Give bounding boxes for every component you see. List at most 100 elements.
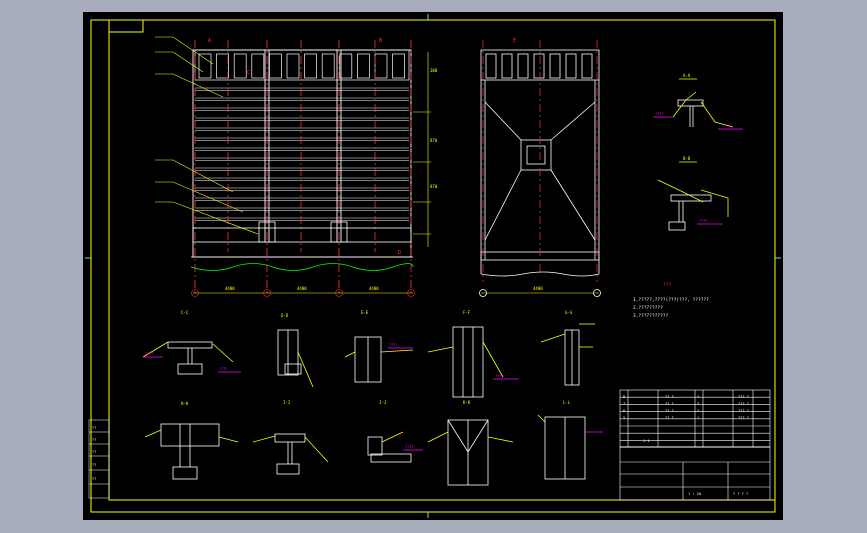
revision-cell: ?? bbox=[92, 477, 96, 481]
title-cell: 6 bbox=[623, 409, 625, 413]
revision-cell: ?? bbox=[92, 463, 96, 467]
section-label: K-K bbox=[463, 400, 471, 405]
notes-block: ??? 1.?????,????(???)???, ?????? 2.?????… bbox=[633, 282, 709, 319]
dim-text: 300 bbox=[430, 68, 438, 73]
side-top-cell bbox=[517, 53, 529, 79]
top-cell bbox=[251, 53, 265, 79]
side-axes bbox=[482, 40, 598, 282]
section-detail-row-2[interactable]: H-H I-I J-J K-K L-L bbox=[144, 400, 603, 486]
weld-label: ???? bbox=[699, 219, 707, 223]
title-cell: ??? ? bbox=[738, 395, 749, 399]
title-cell: 8 bbox=[623, 395, 625, 399]
detail-view-upper-1[interactable]: A-A bbox=[653, 73, 743, 130]
side-top-cell bbox=[549, 53, 561, 79]
top-cell bbox=[216, 53, 229, 79]
front-girts bbox=[195, 87, 409, 221]
top-cell bbox=[357, 53, 370, 79]
title-cell: 2 bbox=[697, 409, 699, 413]
title-cell: ??? ? bbox=[738, 416, 749, 420]
weld-label: ???? bbox=[495, 374, 503, 378]
note-line: 2.????????? bbox=[633, 305, 663, 311]
title-cell: ??? ? bbox=[738, 409, 749, 413]
front-columns bbox=[264, 50, 342, 242]
dim-text: 4400 bbox=[225, 286, 235, 291]
revision-cell: ?? bbox=[92, 426, 96, 430]
notes-title: ??? bbox=[663, 282, 671, 288]
side-top-cell bbox=[501, 53, 513, 79]
section-label: B-B bbox=[683, 156, 691, 161]
title-block[interactable] bbox=[619, 389, 771, 501]
title-cell: 5 bbox=[623, 416, 625, 420]
revision-table-text: ?? ?? ?? ?? ?? bbox=[92, 426, 96, 481]
ground-line bbox=[190, 263, 414, 271]
top-cell bbox=[339, 53, 353, 79]
tag-label: B bbox=[379, 38, 382, 44]
side-top-cell bbox=[565, 53, 577, 79]
section-label: J-J bbox=[379, 400, 386, 405]
side-top-cell bbox=[533, 53, 545, 79]
front-axes bbox=[194, 40, 412, 294]
weld-labels: ???? ???? ???? ???? ???? ???? ???? ???? bbox=[145, 112, 731, 449]
top-cell bbox=[374, 53, 388, 79]
weld-label: ???? bbox=[405, 445, 413, 449]
top-cell bbox=[304, 53, 317, 79]
tag-label: A bbox=[208, 38, 211, 44]
title-cell: ?? ? bbox=[665, 395, 674, 399]
title-cell: 7 bbox=[623, 402, 625, 406]
tag-label: C bbox=[247, 70, 250, 76]
dim-text: 870 bbox=[430, 184, 438, 189]
title-block-text: 8 ?? ? 4 ??? ? 7 ?? ? 3 ??? ? 6 ?? ? 2 ?… bbox=[623, 395, 749, 496]
revision-table[interactable] bbox=[88, 419, 110, 499]
front-right-dims bbox=[413, 52, 431, 247]
title-cell: 1 bbox=[697, 416, 699, 420]
front-bottom-boxes bbox=[192, 221, 412, 243]
title-scale: 1 : 20 bbox=[688, 492, 701, 496]
title-mark: 1 1 bbox=[643, 439, 650, 443]
dim-text: 4400 bbox=[369, 286, 379, 291]
dim-text: 870 bbox=[430, 138, 438, 143]
title-cell: ?? ? bbox=[665, 416, 674, 420]
weld-label: ???? bbox=[723, 124, 731, 128]
title-cell: ?? ? bbox=[665, 402, 674, 406]
sheet-frame bbox=[85, 14, 781, 518]
side-top-cell bbox=[581, 53, 593, 79]
top-cell bbox=[233, 53, 247, 79]
section-label: F-F bbox=[463, 310, 471, 315]
side-elevation[interactable] bbox=[479, 49, 601, 297]
weld-label: ???? bbox=[145, 352, 153, 356]
front-bottom-dims bbox=[191, 289, 415, 297]
section-label: I-I bbox=[283, 400, 291, 405]
title-sheet: ? ? ? ? bbox=[733, 492, 748, 496]
front-outline bbox=[192, 49, 412, 258]
cad-drawing-canvas[interactable]: 4400 4400 4400 300 870 870 A B bbox=[83, 12, 783, 520]
front-leaders bbox=[155, 36, 259, 235]
detail-view-upper-2[interactable]: B-B bbox=[657, 156, 729, 231]
revision-cell: ?? bbox=[92, 450, 96, 454]
tag-label: E bbox=[513, 38, 516, 44]
top-cell bbox=[321, 53, 335, 79]
dim-text: 4400 bbox=[297, 286, 307, 291]
top-cell bbox=[269, 53, 282, 79]
section-label: D-D bbox=[281, 313, 289, 318]
weld-label: ???? bbox=[389, 343, 397, 347]
title-cell: 4 bbox=[697, 395, 699, 399]
revision-cell: ?? bbox=[92, 438, 96, 442]
section-label: C-C bbox=[181, 310, 189, 315]
front-elevation[interactable]: 4400 4400 4400 300 870 870 A B bbox=[155, 36, 438, 297]
title-cell: 3 bbox=[697, 402, 699, 406]
section-label: L-L bbox=[563, 400, 571, 405]
tag-label: D bbox=[398, 250, 401, 256]
front-right-dim-labels: 300 870 870 bbox=[430, 68, 438, 189]
weld-label: ???? bbox=[655, 112, 663, 116]
front-top-cells bbox=[194, 49, 410, 81]
section-label: H-H bbox=[181, 401, 189, 406]
section-label: A-A bbox=[683, 73, 691, 78]
front-tags: A B C D bbox=[208, 38, 401, 256]
top-cell bbox=[198, 53, 212, 79]
weld-label: ???? bbox=[219, 367, 227, 371]
section-detail-row-1[interactable]: C-C D-D E-E F-F G-G bbox=[142, 310, 595, 398]
top-cell bbox=[286, 53, 300, 79]
section-label: E-E bbox=[361, 310, 369, 315]
drawing-viewport[interactable]: 4400 4400 4400 300 870 870 A B bbox=[83, 12, 783, 520]
side-top-cell bbox=[485, 53, 497, 79]
